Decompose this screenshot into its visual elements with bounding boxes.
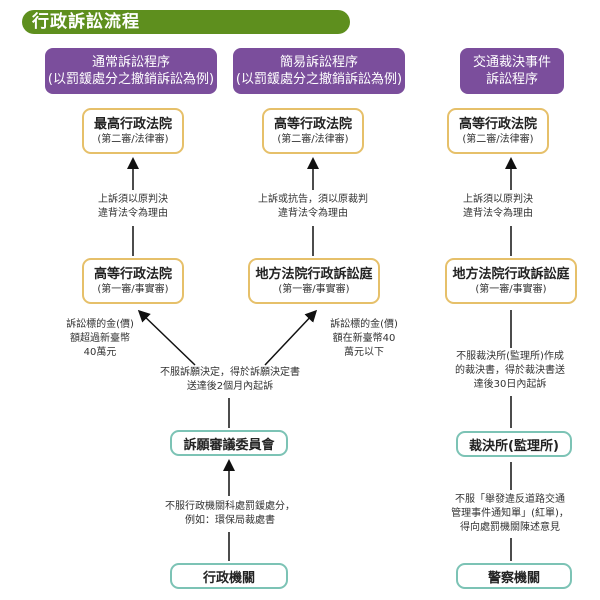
header-line: (以罰鍰處分之撤銷訴訟為例) <box>47 72 215 87</box>
amount-note-over: 訴訟標的金(價) 額超過新臺幣 40萬元 <box>58 318 142 360</box>
note-line: 40萬元 <box>83 347 117 358</box>
note-line: 不服「舉發違反道路交通 <box>455 494 565 505</box>
note-line: 不服行政機關科處罰鍰處分， <box>165 501 295 512</box>
police-agency: 警察機關 <box>456 563 572 589</box>
court-supreme-admin: 最高行政法院 (第二審/法律審) <box>82 108 184 154</box>
header-traffic-procedure: 交通裁決事件 訴訟程序 <box>460 48 564 94</box>
note-line: 送達後2個月內起訴 <box>186 381 274 392</box>
note-line: 不服裁決所(監理所)作成 <box>456 351 564 362</box>
ruling-note: 不服裁決所(監理所)作成 的裁決書，得於裁決書送 達後30日內起訴 <box>440 350 580 392</box>
note-line: 不服訴願決定，得於訴願決定書 <box>160 367 300 378</box>
appeal-note: 上訴或抗告，須以原裁判 違背法令為理由 <box>248 193 378 221</box>
petition-decision-note: 不服訴願決定，得於訴願決定書 送達後2個月內起訴 <box>140 366 320 394</box>
court-instance: (第二審/法律審) <box>277 134 349 145</box>
court-high-admin-traffic: 高等行政法院 (第二審/法律審) <box>447 108 549 154</box>
arrow-to-high-admin <box>137 309 196 366</box>
court-high-admin-1st: 高等行政法院 (第一審/事實審) <box>82 258 184 304</box>
petition-review-board: 訴願審議委員會 <box>170 430 288 456</box>
court-instance: (第二審/法律審) <box>97 134 169 145</box>
note-line: 違背法令為理由 <box>98 208 168 219</box>
note-line: 得向處罰機關陳述意見 <box>460 522 560 533</box>
admin-agency: 行政機關 <box>170 563 288 589</box>
note-line: 達後30日內起訴 <box>473 379 547 390</box>
note-line: 上訴須以原判決 <box>98 194 168 205</box>
note-line: 的裁決書，得於裁決書送 <box>455 365 565 376</box>
ruling-office: 裁決所(監理所) <box>456 431 572 457</box>
court-name: 高等行政法院 <box>273 117 352 132</box>
appeal-note: 上訴須以原判決 違背法令為理由 <box>445 193 551 221</box>
header-line: 交通裁決事件 <box>472 55 551 70</box>
court-high-admin-2nd: 高等行政法院 (第二審/法律審) <box>262 108 364 154</box>
note-line: 額超過新臺幣 <box>70 333 130 344</box>
note-line: 管理事件通知單」(紅單)， <box>451 508 569 519</box>
court-district-admin-traffic: 地方法院行政訴訟庭 (第一審/事實審) <box>445 258 577 304</box>
amount-note-under: 訴訟標的金(價) 額在新臺幣40 萬元以下 <box>322 318 406 360</box>
note-line: 違背法令為理由 <box>463 208 533 219</box>
court-instance: (第一審/事實審) <box>278 284 350 295</box>
court-name: 地方法院行政訴訟庭 <box>255 267 373 282</box>
court-instance: (第二審/法律審) <box>462 134 534 145</box>
header-line: (以罰鍰處分之撤銷訴訟為例) <box>235 72 403 87</box>
note-line: 上訴須以原判決 <box>463 194 533 205</box>
arrow-to-district-admin <box>264 309 318 366</box>
note-line: 額在新臺幣40 <box>332 333 396 344</box>
appeal-note: 上訴須以原判決 違背法令為理由 <box>80 193 186 221</box>
note-line: 訴訟標的金(價) <box>330 319 398 330</box>
court-name: 高等行政法院 <box>458 117 537 132</box>
traffic-ticket-note: 不服「舉發違反道路交通 管理事件通知單」(紅單)， 得向處罰機關陳述意見 <box>440 493 580 535</box>
header-ordinary-procedure: 通常訴訟程序 (以罰鍰處分之撤銷訴訟為例) <box>45 48 217 94</box>
header-line: 簡易訴訟程序 <box>279 55 358 70</box>
note-line: 上訴或抗告，須以原裁判 <box>258 194 368 205</box>
court-instance: (第一審/事實審) <box>97 284 169 295</box>
header-line: 訴訟程序 <box>485 72 538 87</box>
page-title: 行政訴訟流程 <box>22 10 350 34</box>
court-instance: (第一審/事實審) <box>475 284 547 295</box>
header-line: 通常訴訟程序 <box>91 55 170 70</box>
note-line: 違背法令為理由 <box>278 208 348 219</box>
header-simple-procedure: 簡易訴訟程序 (以罰鍰處分之撤銷訴訟為例) <box>233 48 405 94</box>
court-name: 最高行政法院 <box>93 117 172 132</box>
court-district-admin: 地方法院行政訴訟庭 (第一審/事實審) <box>248 258 380 304</box>
note-line: 萬元以下 <box>344 347 384 358</box>
penalty-note: 不服行政機關科處罰鍰處分， 例如：環保局裁處書 <box>150 500 310 528</box>
court-name: 高等行政法院 <box>93 267 172 282</box>
court-name: 地方法院行政訴訟庭 <box>452 267 570 282</box>
note-line: 例如：環保局裁處書 <box>185 515 275 526</box>
note-line: 訴訟標的金(價) <box>66 319 134 330</box>
